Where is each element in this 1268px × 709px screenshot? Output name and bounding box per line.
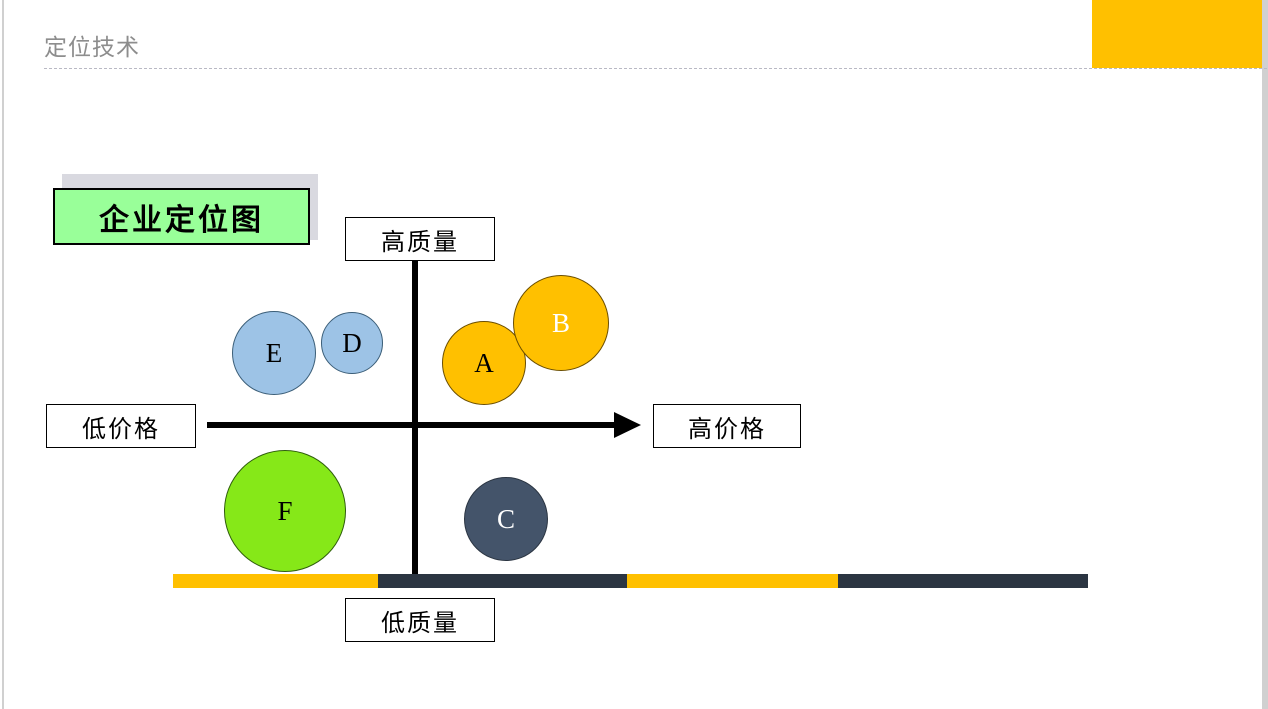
bubble-label-e: E bbox=[265, 337, 283, 368]
bubble-e[interactable]: E bbox=[232, 311, 316, 395]
bubble-b[interactable]: B bbox=[513, 275, 609, 371]
bubble-label-c: C bbox=[496, 503, 515, 534]
page-title: 定位技术 bbox=[44, 35, 140, 61]
diagram-title-plate: 企业定位图 bbox=[53, 174, 318, 252]
bubble-d[interactable]: D bbox=[321, 312, 383, 374]
price-axis-arrow-icon bbox=[614, 412, 641, 438]
footer-bar-segment-3 bbox=[627, 574, 838, 588]
bubble-c[interactable]: C bbox=[464, 477, 548, 561]
header-accent-block bbox=[1092, 0, 1262, 68]
footer-bar-segment-4 bbox=[838, 574, 1088, 588]
bubble-label-b: B bbox=[551, 307, 570, 338]
slide-right-edge bbox=[1262, 0, 1268, 709]
bubble-label-d: D bbox=[342, 327, 362, 358]
header-divider bbox=[44, 68, 1268, 69]
slide-left-edge bbox=[2, 0, 4, 709]
axis-label-high-price: 高价格 bbox=[653, 404, 801, 448]
bubble-label-f: F bbox=[277, 495, 293, 526]
title-plate-label: 企业定位图 bbox=[99, 202, 264, 238]
axis-label-high-quality: 高质量 bbox=[345, 217, 495, 261]
footer-bar-segment-2 bbox=[378, 574, 627, 588]
bubble-label-a: A bbox=[474, 347, 494, 378]
price-axis-line bbox=[207, 422, 619, 428]
footer-bar-segment-1 bbox=[173, 574, 378, 588]
axis-label-low-price: 低价格 bbox=[46, 404, 196, 448]
title-plate-box: 企业定位图 bbox=[53, 188, 310, 245]
bubble-f[interactable]: F bbox=[224, 450, 346, 572]
axis-label-low-quality: 低质量 bbox=[345, 598, 495, 642]
